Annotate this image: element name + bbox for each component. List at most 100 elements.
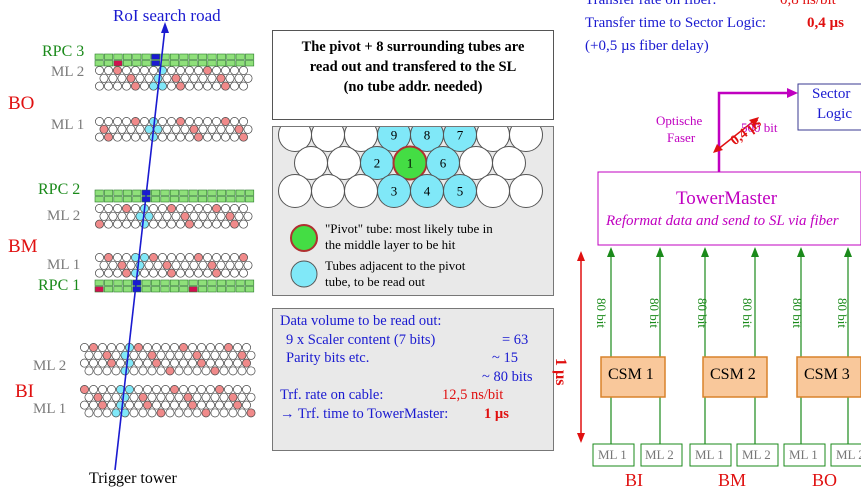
tube bbox=[93, 350, 103, 360]
tube bbox=[122, 117, 131, 126]
ml-box bbox=[736, 443, 779, 467]
tube bbox=[207, 124, 217, 134]
tube bbox=[149, 219, 158, 229]
tube bbox=[216, 73, 226, 83]
tube bbox=[234, 260, 244, 270]
rpc-strip bbox=[245, 53, 255, 60]
ml-box-label-2: ML 2 bbox=[645, 447, 674, 462]
tube bbox=[192, 408, 202, 418]
tube bbox=[111, 350, 121, 360]
tube bbox=[210, 392, 220, 402]
tube bbox=[203, 219, 212, 229]
tube bbox=[108, 73, 118, 83]
tube bbox=[228, 366, 238, 376]
tube bbox=[171, 124, 181, 134]
sector-logic-box bbox=[797, 83, 861, 131]
rpc-strip bbox=[198, 196, 208, 203]
towermaster-box bbox=[597, 171, 861, 246]
towermaster-title: TowerMaster bbox=[676, 188, 778, 209]
tube bbox=[197, 358, 206, 368]
rpc-strip bbox=[160, 286, 170, 293]
rpc-strip bbox=[151, 53, 161, 60]
tube bbox=[234, 211, 244, 221]
rpc-strip bbox=[113, 53, 123, 60]
tube bbox=[161, 343, 170, 352]
tube bbox=[230, 117, 239, 126]
tube bbox=[239, 81, 248, 91]
tube bbox=[113, 81, 122, 91]
tube bbox=[225, 73, 235, 83]
tube bbox=[129, 408, 139, 418]
tube bbox=[197, 400, 206, 410]
tube bbox=[161, 358, 170, 368]
tube bbox=[221, 253, 230, 262]
rpc-strip bbox=[132, 196, 142, 203]
rpc-strip bbox=[188, 53, 198, 60]
rpc-strip bbox=[169, 286, 179, 293]
data-volume-panel: Data volume to be read out: 9 x Scaler c… bbox=[272, 308, 554, 451]
tube bbox=[225, 260, 235, 270]
bo-ml1-label: ML 1 bbox=[51, 117, 85, 133]
rpc-strip bbox=[207, 196, 217, 203]
tube-number: 6 bbox=[440, 156, 447, 171]
tube bbox=[122, 253, 131, 262]
tube bbox=[158, 268, 167, 278]
tube bbox=[210, 350, 220, 360]
tube bbox=[233, 358, 242, 368]
tube bbox=[95, 132, 104, 142]
rpc-strip bbox=[141, 60, 151, 67]
tube bbox=[221, 117, 230, 126]
tube bbox=[192, 350, 202, 360]
tube bbox=[125, 385, 134, 394]
tube bbox=[239, 117, 248, 126]
tube bbox=[95, 66, 104, 75]
drift-tube bbox=[492, 146, 526, 180]
tube bbox=[156, 408, 166, 418]
tube bbox=[134, 343, 143, 352]
rpc-strip bbox=[104, 53, 114, 60]
rpc-strip bbox=[198, 279, 208, 286]
tube bbox=[113, 117, 122, 126]
tube bbox=[144, 124, 154, 134]
tube bbox=[174, 408, 184, 418]
rpc-strip bbox=[169, 196, 179, 203]
rpc-strip bbox=[113, 286, 123, 293]
tube bbox=[215, 343, 224, 352]
tube bbox=[192, 392, 202, 402]
tube bbox=[80, 358, 89, 368]
rpc-strip bbox=[151, 279, 161, 286]
tube bbox=[179, 358, 188, 368]
rpc-strip bbox=[179, 53, 189, 60]
tube bbox=[201, 350, 211, 360]
tube bbox=[104, 117, 113, 126]
tube bbox=[122, 204, 131, 213]
tube bbox=[158, 204, 167, 213]
scaler-value: = 63 bbox=[502, 331, 529, 348]
ml-box bbox=[592, 443, 635, 467]
tube bbox=[104, 219, 113, 229]
tube bbox=[243, 73, 253, 83]
time-axis-arrow-bottom bbox=[577, 433, 585, 443]
tube bbox=[183, 392, 193, 402]
tube bbox=[185, 117, 194, 126]
tube bbox=[234, 73, 244, 83]
parity-label: Parity bits etc. bbox=[286, 350, 370, 366]
rpc-strip bbox=[94, 279, 104, 286]
rpc-strip bbox=[188, 279, 198, 286]
tube bbox=[113, 204, 122, 213]
rpc-strip bbox=[104, 279, 114, 286]
tube bbox=[153, 211, 163, 221]
link-arrowhead bbox=[797, 247, 805, 257]
tube bbox=[237, 408, 247, 418]
tube bbox=[215, 358, 224, 368]
tube bbox=[242, 343, 251, 352]
drift-tube bbox=[294, 146, 328, 180]
tube bbox=[219, 366, 229, 376]
tube bbox=[242, 385, 251, 394]
tube bbox=[198, 211, 208, 221]
tube bbox=[206, 385, 215, 394]
rpc-strip bbox=[245, 286, 255, 293]
tube bbox=[176, 204, 185, 213]
tube bbox=[176, 132, 185, 142]
tube bbox=[126, 260, 136, 270]
